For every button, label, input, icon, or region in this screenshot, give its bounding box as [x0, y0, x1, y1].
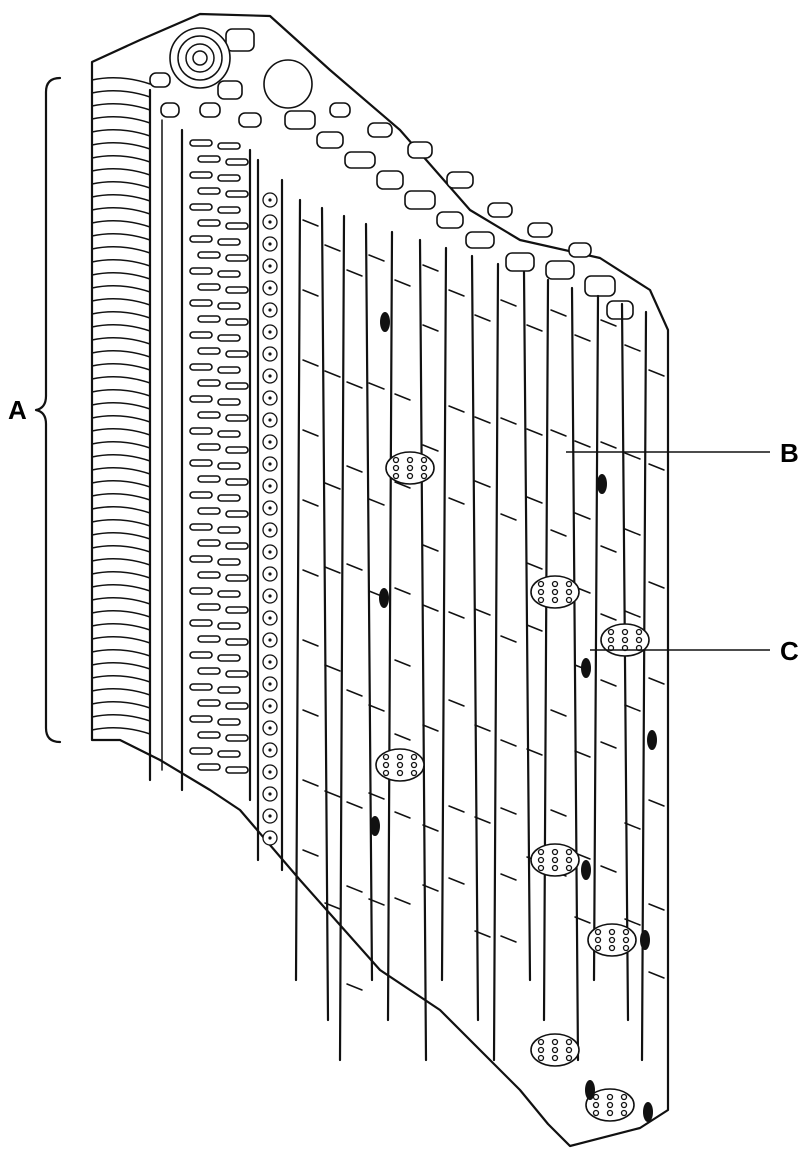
- label-c: C: [780, 636, 799, 666]
- bracket-a: [36, 78, 60, 742]
- bordered-pit-column: [263, 193, 277, 845]
- label-a: A: [8, 395, 27, 425]
- sieve-plates: [376, 452, 649, 1121]
- vessel-column-left: [92, 78, 150, 734]
- nuclei: [370, 312, 657, 1122]
- scalariform-column: [190, 140, 248, 773]
- label-b: B: [780, 438, 799, 468]
